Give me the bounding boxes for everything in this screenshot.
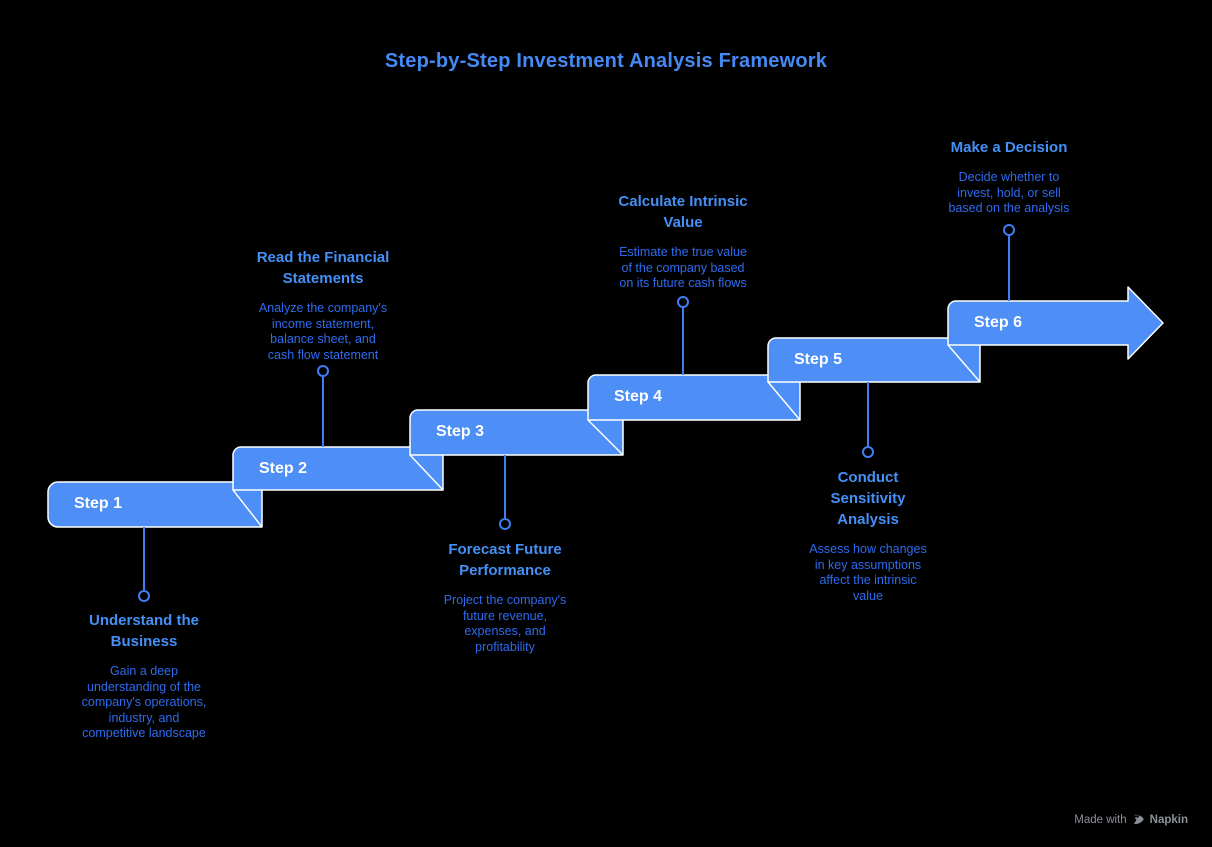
fold-line-3 bbox=[587, 419, 624, 456]
step-4-title: Calculate Intrinsic Value bbox=[618, 193, 748, 231]
diagram-title: Step-by-Step Investment Analysis Framewo… bbox=[384, 50, 828, 72]
step-3-node: Forecast Future Performance Project the … bbox=[395, 539, 615, 655]
step-1-node: Understand the Business Gain a deep unde… bbox=[34, 610, 254, 742]
step-4-node: Calculate Intrinsic Value Estimate the t… bbox=[573, 191, 793, 292]
step-5-node: Conduct Sensitivity Analysis Assess how … bbox=[758, 467, 978, 604]
step-5-title: Conduct Sensitivity Analysis bbox=[830, 469, 906, 528]
step-3-description: Project the company's future revenue, ex… bbox=[443, 593, 567, 654]
step-6-node: Make a Decision Decide whether to invest… bbox=[899, 137, 1119, 217]
step-4-connector-dot bbox=[677, 296, 689, 308]
made-with-text: Made with bbox=[1074, 813, 1127, 826]
step-1-description: Gain a deep understanding of the company… bbox=[81, 664, 207, 740]
step-1-title: Understand the Business bbox=[88, 612, 199, 650]
fold-line-1 bbox=[232, 489, 263, 528]
step-6-title: Make a Decision bbox=[950, 139, 1068, 156]
step-2-description: Analyze the company's income statement, … bbox=[258, 301, 388, 362]
step-3-title: Forecast Future Performance bbox=[448, 541, 562, 579]
step-3-connector-dot bbox=[499, 518, 511, 530]
pen-nib-icon bbox=[1133, 814, 1144, 824]
step-6-description: Decide whether to invest, hold, or sell … bbox=[948, 170, 1070, 215]
napkin-brand-text: Napkin bbox=[1149, 813, 1188, 826]
step-6-ribbon-arrow bbox=[947, 286, 1164, 360]
fold-line-4 bbox=[767, 381, 801, 421]
step-2-node: Read the Financial Statements Analyze th… bbox=[213, 247, 433, 363]
step-2-title: Read the Financial Statements bbox=[256, 249, 390, 287]
made-with-napkin-attribution: Made with Napkin bbox=[1074, 813, 1188, 826]
step-4-description: Estimate the true value of the company b… bbox=[619, 245, 747, 290]
step-1-ribbon bbox=[47, 481, 263, 528]
step-3-ribbon-label: Step 3 bbox=[436, 423, 485, 440]
step-1-connector-dot bbox=[138, 590, 150, 602]
step-2-ribbon-label: Step 2 bbox=[259, 460, 308, 477]
step-5-ribbon-label: Step 5 bbox=[794, 351, 843, 368]
step-4-ribbon-label: Step 4 bbox=[614, 388, 663, 405]
step-6-ribbon-label: Step 6 bbox=[974, 314, 1023, 331]
step-2-connector-dot bbox=[317, 365, 329, 377]
fold-line-5 bbox=[947, 344, 981, 383]
step-1-ribbon-label: Step 1 bbox=[74, 495, 123, 512]
fold-line-2 bbox=[409, 454, 444, 491]
step-6-connector-dot bbox=[1003, 224, 1015, 236]
step-5-description: Assess how changes in key assumptions af… bbox=[809, 542, 927, 603]
step-5-connector-dot bbox=[862, 446, 874, 458]
